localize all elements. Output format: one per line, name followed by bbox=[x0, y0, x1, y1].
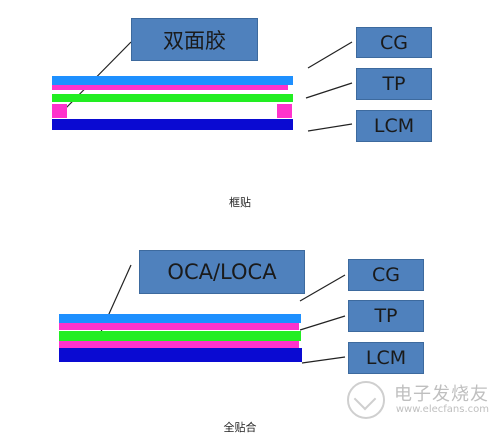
cg-layer-bottom bbox=[59, 314, 301, 323]
elecfans-logo-icon bbox=[346, 381, 385, 419]
caption-top-text: 框贴 bbox=[229, 196, 251, 209]
oca-layer-lower bbox=[59, 341, 299, 348]
leader-cg-bottom bbox=[299, 274, 346, 302]
cg-label-bottom: CG bbox=[372, 264, 400, 286]
tp-label-top: TP bbox=[382, 73, 406, 95]
leader-lcm-bottom bbox=[301, 356, 346, 364]
adhesive-pad-right bbox=[277, 104, 292, 118]
lcm-label-box-top: LCM bbox=[356, 110, 432, 142]
lcm-label-box-bottom: LCM bbox=[348, 342, 424, 374]
adhesive-strip-top bbox=[52, 85, 288, 90]
tp-label-box-top: TP bbox=[356, 68, 432, 100]
watermark: 电子发烧友 www.elecfans.com bbox=[346, 381, 489, 419]
oca-layer-upper bbox=[59, 323, 299, 330]
watermark-url: www.elecfans.com bbox=[395, 404, 489, 416]
leader-cg-top bbox=[307, 41, 353, 69]
cg-layer-top bbox=[52, 76, 293, 85]
lcm-label-top: LCM bbox=[373, 115, 415, 137]
leader-lcm-top bbox=[307, 123, 353, 132]
adhesive-label: 双面胶 bbox=[163, 28, 226, 53]
adhesive-label-box: 双面胶 bbox=[131, 18, 258, 61]
tp-layer-bottom bbox=[59, 331, 301, 341]
tp-label-box-bottom: TP bbox=[348, 300, 424, 332]
lcm-layer-top bbox=[52, 119, 293, 130]
caption-top: 框贴 bbox=[215, 194, 265, 210]
oca-label: OCA/LOCA bbox=[167, 260, 277, 284]
lcm-layer-bottom bbox=[59, 348, 302, 362]
oca-label-box: OCA/LOCA bbox=[139, 250, 305, 294]
adhesive-pad-left bbox=[52, 104, 67, 118]
tp-layer-top bbox=[52, 94, 293, 102]
tp-label-bottom: TP bbox=[374, 305, 398, 327]
watermark-name: 电子发烧友 bbox=[394, 383, 489, 405]
watermark-text: 电子发烧友 www.elecfans.com bbox=[394, 383, 489, 416]
caption-bottom: 全贴合 bbox=[205, 419, 275, 435]
leader-tp-top bbox=[305, 82, 353, 99]
caption-bottom-text: 全贴合 bbox=[223, 421, 257, 434]
leader-tp-bottom bbox=[299, 315, 346, 331]
cg-label-box-top: CG bbox=[356, 27, 432, 58]
lcm-label-bottom: LCM bbox=[365, 347, 407, 369]
cg-label-box-bottom: CG bbox=[348, 259, 424, 291]
cg-label-top: CG bbox=[380, 31, 408, 54]
